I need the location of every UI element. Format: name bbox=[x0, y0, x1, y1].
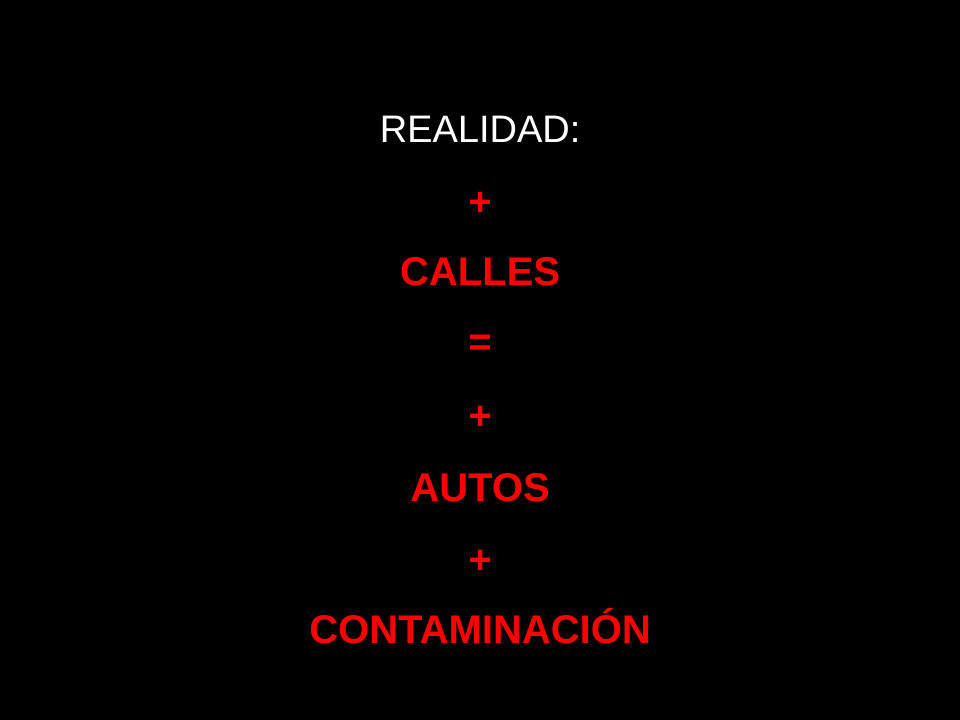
word-autos: AUTOS bbox=[410, 466, 550, 510]
slide-heading: REALIDAD: bbox=[379, 109, 581, 151]
word-contaminacion: CONTAMINACIÓN bbox=[309, 608, 651, 652]
equals-sign: = bbox=[468, 320, 492, 364]
word-calles: CALLES bbox=[400, 250, 560, 294]
plus-sign-1: + bbox=[468, 180, 492, 224]
plus-sign-3: + bbox=[468, 538, 492, 582]
plus-sign-2: + bbox=[468, 394, 492, 438]
